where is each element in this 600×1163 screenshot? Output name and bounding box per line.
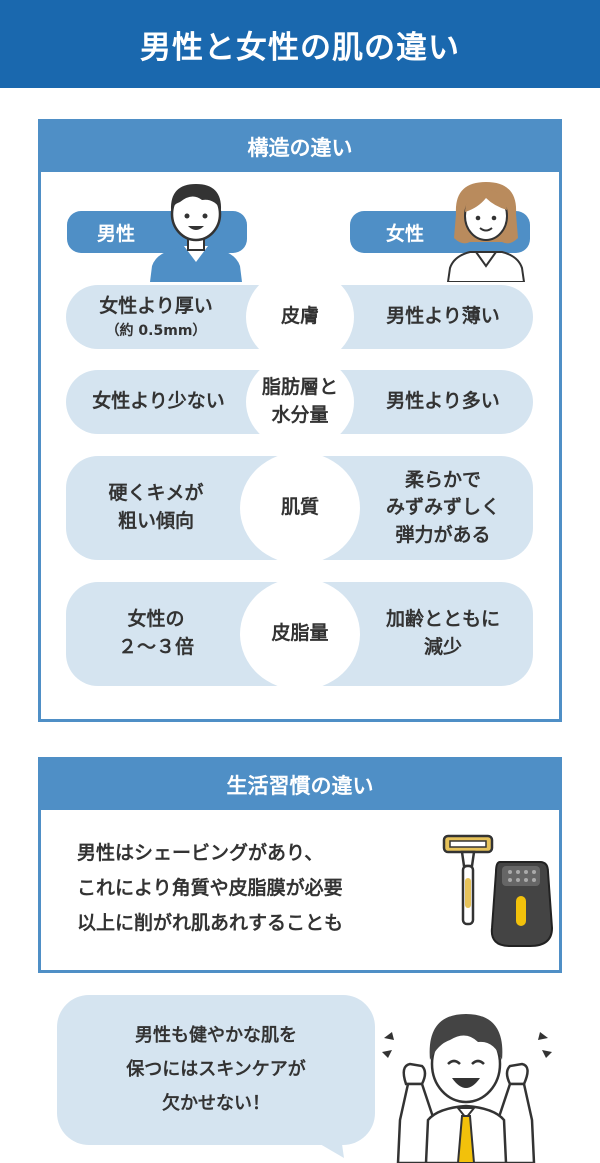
structure-title: 構造の違い	[41, 122, 559, 172]
row-skin-center: 皮膚	[246, 268, 354, 366]
row-skin-female: 男性より薄い	[386, 305, 500, 328]
row-sebum-center: 皮脂量	[240, 578, 360, 690]
electric-shaver-icon	[490, 861, 554, 947]
razor-icon	[442, 834, 494, 926]
habits-panel: 生活習慣の違い	[38, 757, 562, 973]
row-texture-center: 肌質	[240, 452, 360, 564]
habits-text: 男性はシェービングがあり、 これにより角質や皮脂膜が必要 以上に削がれ肌あれする…	[77, 842, 344, 935]
row-skin-male: 女性より厚い （約 0.5mm）	[66, 285, 246, 349]
speech-bubble-tail	[296, 1130, 344, 1158]
header-banner: 男性と女性の肌の違い	[0, 0, 600, 88]
row-texture-male: 硬くキメが 粗い傾向	[108, 482, 204, 532]
row-fat-female: 男性より多い	[386, 390, 500, 413]
page-title: 男性と女性の肌の違い	[140, 29, 460, 66]
speech-bubble: 男性も健やかな肌を 保つにはスキンケアが 欠かせない！	[57, 995, 375, 1145]
male-figure-icon	[150, 184, 242, 282]
row-sebum-male: 女性の ２～３倍	[117, 608, 194, 658]
row-fat-center: 脂肪層と 水分量	[246, 354, 354, 450]
row-skin-male-text: 女性より厚い	[99, 295, 213, 318]
row-fat-male: 女性より少ない	[92, 390, 225, 413]
row-sebum-female: 加齢とともに 減少	[385, 608, 500, 658]
row-texture-female: 柔らかで みずみずしく 弾力がある	[385, 468, 500, 546]
female-figure-icon	[446, 182, 526, 282]
cheering-man-icon	[382, 1014, 552, 1163]
row-skin-male-note: （約 0.5mm）	[105, 322, 207, 339]
habits-title: 生活習慣の違い	[41, 760, 559, 810]
